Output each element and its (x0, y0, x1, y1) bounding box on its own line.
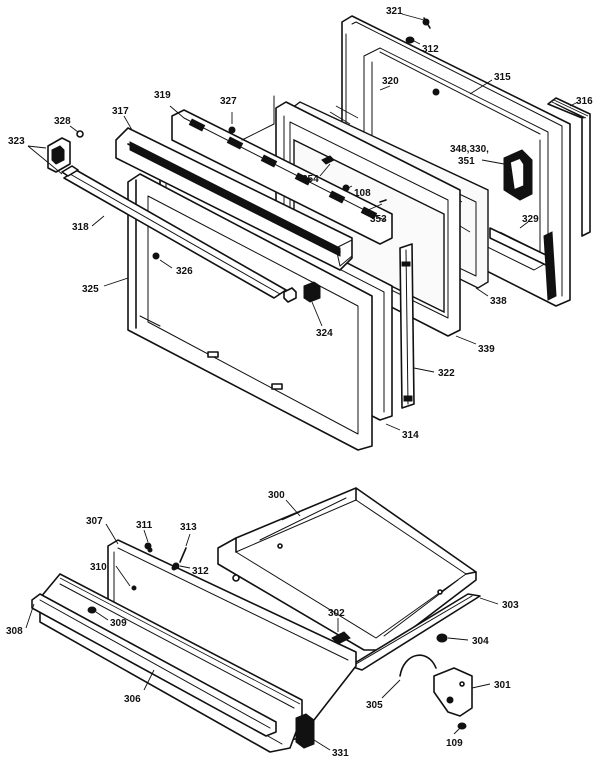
callout-307: 307 (86, 516, 103, 527)
hinge-channel (489, 227, 557, 301)
screw-313 (179, 547, 187, 563)
upper-leader-lines (27, 13, 579, 431)
callout-328: 328 (54, 116, 71, 127)
callout-300: 300 (268, 490, 285, 501)
callout-338: 338 (490, 296, 507, 307)
callout-305: 305 (366, 700, 383, 711)
callout-322: 322 (438, 368, 455, 379)
washer-304 (436, 633, 448, 643)
callout-317: 317 (112, 106, 129, 117)
drawer-pan (217, 487, 477, 651)
callout-326: 326 (176, 266, 193, 277)
drawer-bracket-301 (399, 654, 473, 717)
callout-318: 318 (72, 222, 89, 233)
lower-fasteners (87, 542, 467, 730)
screw-353 (379, 199, 387, 203)
screw-320 (432, 88, 440, 96)
callout-329: 329 (522, 214, 539, 225)
callout-325: 325 (82, 284, 99, 295)
door-top-channel (115, 127, 353, 271)
callout-354: 354 (302, 174, 319, 185)
callout-labels: 321 312 315 316 320 348,330, 351 319 327… (6, 6, 593, 759)
callout-323: 323 (8, 136, 25, 147)
callout-313: 313 (180, 522, 197, 533)
callout-315: 315 (494, 72, 511, 83)
washer-312 (405, 36, 415, 44)
callout-304: 304 (472, 636, 489, 647)
callout-309: 309 (110, 618, 127, 629)
callout-324: 324 (316, 328, 333, 339)
callout-351: 351 (458, 156, 475, 167)
callout-108: 108 (354, 188, 371, 199)
latch-bracket (503, 149, 533, 201)
callout-109: 109 (446, 738, 463, 749)
screw-309 (87, 606, 97, 614)
lower-leader-lines (25, 499, 499, 751)
screw-328 (76, 130, 84, 138)
handle-end-cap (47, 137, 79, 177)
bracket-324 (303, 281, 321, 303)
screw-311 (144, 542, 152, 550)
callout-339: 339 (478, 344, 495, 355)
callout-303: 303 (502, 600, 519, 611)
bottom-trim-strip (31, 593, 277, 737)
screw-109b (457, 722, 467, 730)
clip-302 (331, 631, 351, 645)
clip-331 (295, 713, 315, 749)
screw-326 (152, 252, 160, 260)
callout-301: 301 (494, 680, 511, 691)
callout-314: 314 (402, 430, 419, 441)
side-trim (547, 97, 591, 237)
callout-302: 302 (328, 608, 345, 619)
top-vent-trim (171, 109, 393, 245)
callout-321: 321 (386, 6, 403, 17)
callout-348-330: 348,330, (450, 144, 489, 155)
callout-319: 319 (154, 90, 171, 101)
callout-306: 306 (124, 694, 141, 705)
callout-316: 316 (576, 96, 593, 107)
callout-312-lower: 312 (192, 566, 209, 577)
callout-308: 308 (6, 626, 23, 637)
callout-312: 312 (422, 44, 439, 55)
callout-327: 327 (220, 96, 237, 107)
door-hinge-strip (399, 243, 415, 409)
washer-312b (172, 562, 180, 570)
drawer-rail (349, 593, 481, 671)
clip-354 (321, 155, 335, 165)
upper-fasteners (76, 17, 440, 303)
callout-311: 311 (136, 520, 153, 531)
callout-353: 353 (370, 214, 387, 225)
callout-320: 320 (382, 76, 399, 87)
callout-310: 310 (90, 562, 107, 573)
callout-331: 331 (332, 748, 349, 759)
